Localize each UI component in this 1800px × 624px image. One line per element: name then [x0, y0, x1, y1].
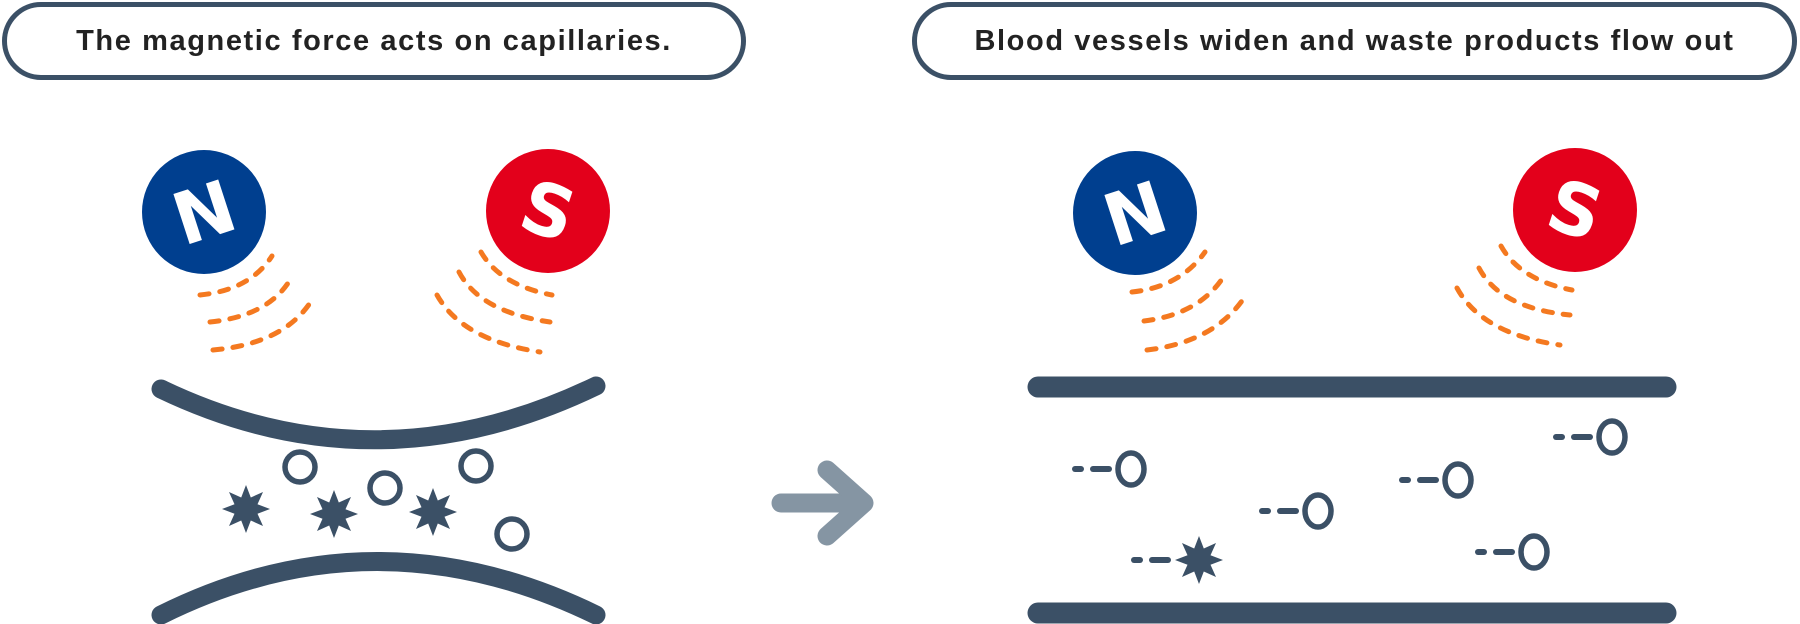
magnetic-field-lines-icon: [197, 253, 313, 353]
south-magnet-icon: S: [1513, 148, 1637, 272]
vessel-wall-bottom: [151, 552, 606, 624]
waste-particle-ring-icon: [282, 449, 318, 485]
waste-particle-ring-icon: [367, 470, 403, 506]
north-magnet-icon: N: [142, 150, 266, 274]
panel-title-after-text: Blood vessels widen and waste products f…: [974, 24, 1735, 57]
waste-particle-ring-icon: [1115, 450, 1147, 488]
waste-particle-star-icon: [409, 488, 457, 536]
particles-before: [222, 448, 530, 552]
waste-particle-ring-icon: [458, 448, 494, 484]
panel-title-before-text: The magnetic force acts on capillaries.: [76, 24, 672, 57]
waste-particle-ring-icon: [1596, 418, 1628, 456]
waste-particle-star-icon: [1175, 536, 1223, 584]
magnetic-field-lines-icon: [434, 249, 555, 355]
waste-particle-ring-icon: [494, 516, 530, 552]
panel-before: N S: [142, 149, 610, 624]
particles-after: [1072, 418, 1628, 584]
panel-title-before: The magnetic force acts on capillaries.: [2, 2, 746, 80]
magnetic-field-lines-icon: [1129, 249, 1247, 353]
arrow-right-icon: [771, 460, 874, 546]
panel-title-after: Blood vessels widen and waste products f…: [912, 2, 1797, 80]
waste-particle-ring-icon: [1442, 461, 1474, 499]
waste-particle-star-icon: [310, 490, 358, 538]
south-magnet-icon: S: [486, 149, 610, 273]
waste-particle-ring-icon: [1518, 533, 1550, 571]
vessel-wall-top: [151, 376, 606, 450]
waste-particle-ring-icon: [1302, 492, 1334, 530]
north-magnet-icon: N: [1073, 151, 1197, 275]
waste-particle-star-icon: [222, 485, 270, 533]
panel-after: N S: [1027, 148, 1677, 624]
magnetic-field-lines-icon: [1454, 243, 1575, 348]
